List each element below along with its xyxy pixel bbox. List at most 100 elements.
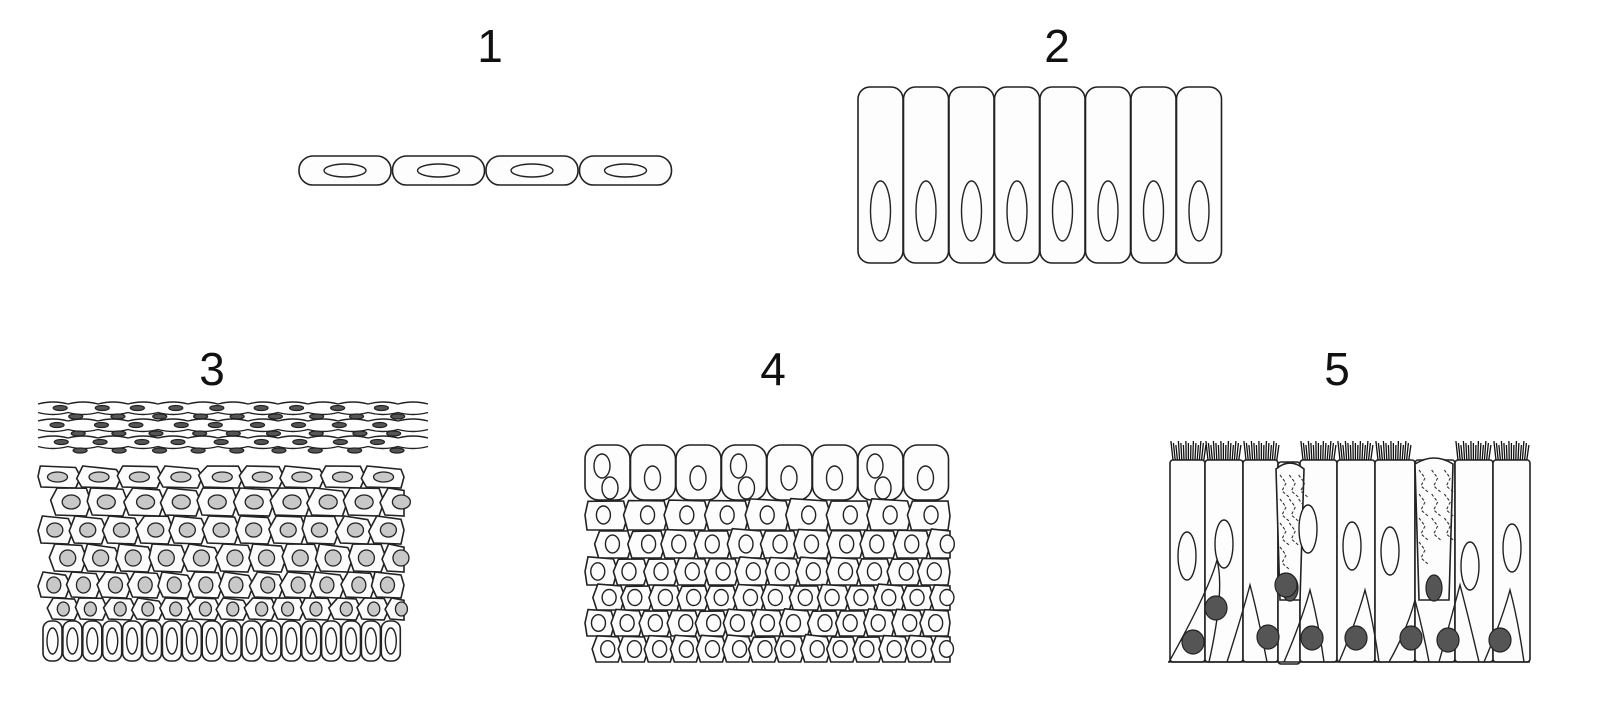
flattened-nucleus	[111, 430, 127, 437]
nucleus	[323, 163, 367, 178]
nucleus	[251, 471, 273, 483]
basal-nucleus	[1300, 625, 1324, 651]
cilia-tuft	[1300, 440, 1337, 461]
nucleus	[704, 534, 720, 554]
nucleus	[169, 601, 183, 617]
nucleus	[731, 639, 748, 659]
flattened-nucleus	[68, 413, 84, 420]
nucleus	[805, 562, 821, 581]
nucleus	[165, 627, 179, 655]
mucin-granules	[1298, 498, 1309, 522]
nucleus	[604, 534, 621, 554]
nucleus	[379, 522, 398, 538]
nucleus	[290, 576, 306, 594]
nucleus	[938, 639, 955, 659]
basal-nucleus	[1399, 625, 1423, 651]
nucleus	[772, 534, 788, 554]
nucleus	[147, 522, 165, 538]
nucleus	[391, 494, 412, 510]
nucleus	[881, 588, 897, 607]
nucleus	[817, 613, 833, 633]
nucleus	[866, 562, 883, 581]
nucleus	[416, 163, 461, 178]
flattened-nucleus	[225, 430, 241, 437]
nucleus	[1006, 180, 1028, 242]
nucleus	[757, 639, 773, 659]
flattened-nucleus	[49, 421, 65, 429]
flattened-nucleus	[209, 404, 225, 412]
nucleus	[866, 453, 884, 479]
nucleus	[46, 471, 69, 483]
nucleus	[226, 549, 244, 567]
flattened-nucleus	[309, 413, 325, 420]
mucin-granules	[1279, 522, 1290, 546]
nucleus	[882, 505, 898, 525]
nucleus	[685, 588, 702, 607]
nucleus	[309, 601, 323, 617]
nucleus	[853, 588, 869, 607]
goblet-cell	[1414, 457, 1454, 601]
flattened-nucleus	[265, 430, 282, 437]
columnar-nucleus	[1380, 526, 1400, 576]
flattened-nucleus	[168, 404, 184, 412]
nucleus	[198, 576, 214, 594]
nucleus	[590, 562, 606, 581]
flattened-nucleus	[170, 438, 186, 446]
nucleus	[226, 601, 240, 617]
flattened-nucleus	[253, 404, 269, 412]
goblet-nucleus	[1425, 574, 1443, 602]
nucleus	[797, 588, 813, 607]
nucleus	[178, 522, 196, 538]
nucleus	[904, 534, 920, 554]
nucleus	[75, 576, 92, 594]
flattened-nucleus	[347, 447, 363, 454]
nucleus	[627, 588, 643, 607]
columnar-nucleus	[1460, 541, 1480, 591]
nucleus	[384, 627, 397, 655]
nucleus	[171, 494, 191, 510]
mucin-granules	[1418, 541, 1429, 565]
flattened-nucleus	[110, 413, 126, 420]
nucleus	[185, 627, 199, 655]
nucleus	[640, 534, 657, 554]
nucleus	[59, 549, 77, 567]
nucleus	[285, 627, 298, 655]
panel-1-label: 1	[477, 20, 503, 72]
flattened-nucleus	[390, 413, 406, 420]
nucleus	[310, 522, 329, 538]
nucleus	[780, 639, 796, 659]
nucleus	[898, 562, 914, 581]
cilia-tuft	[1243, 440, 1280, 461]
nucleus	[1097, 180, 1119, 242]
nucleus	[96, 494, 116, 510]
columnar-nucleus	[1177, 531, 1197, 581]
nucleus	[291, 549, 309, 567]
nucleus	[809, 639, 825, 659]
nucleus	[832, 639, 848, 659]
flattened-nucleus	[372, 421, 388, 429]
nucleus	[207, 494, 227, 510]
nucleus	[135, 494, 156, 510]
nucleus	[205, 627, 218, 655]
nucleus	[837, 562, 854, 581]
nucleus	[590, 613, 607, 633]
nucleus	[742, 588, 759, 607]
flattened-nucleus	[148, 430, 164, 437]
mucin-granules	[1418, 469, 1429, 493]
nucleus	[715, 562, 731, 581]
panel-2-label: 2	[1044, 20, 1070, 72]
nucleus	[643, 465, 662, 491]
flattened-nucleus	[72, 447, 88, 454]
nucleus	[626, 639, 643, 659]
flattened-nucleus	[190, 447, 206, 454]
nucleus	[225, 627, 238, 655]
nucleus	[291, 471, 313, 483]
nucleus	[61, 494, 81, 510]
nucleus	[916, 465, 935, 491]
flattened-nucleus	[267, 413, 283, 420]
nucleus	[319, 576, 335, 594]
nucleus	[192, 549, 211, 567]
nucleus	[280, 601, 295, 617]
nucleus	[137, 576, 153, 594]
